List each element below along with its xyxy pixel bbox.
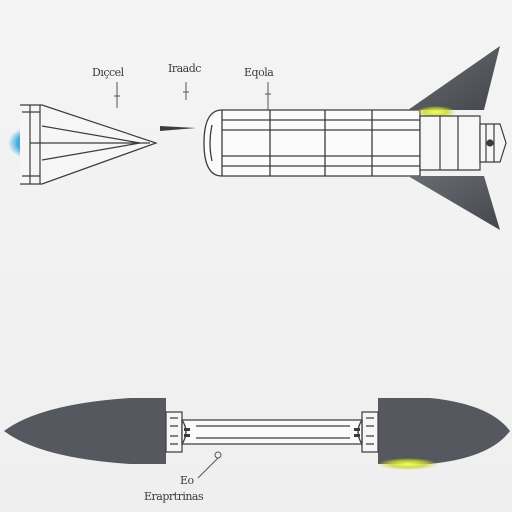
lower-fin	[408, 176, 500, 230]
bottom-leader-line	[197, 451, 222, 479]
nose-cone-assembly	[20, 104, 158, 185]
label-top-1: Dıçcel	[92, 66, 124, 79]
upper-fin	[408, 46, 500, 110]
top-rocket	[8, 46, 507, 230]
connector-spike	[160, 126, 196, 131]
label-top-3: Eqola	[244, 66, 274, 79]
top-leader-lines	[114, 82, 271, 110]
label-bottom-2: Eraprtrinas	[144, 490, 204, 503]
label-bottom-1: Eo	[180, 474, 194, 487]
right-tail-cone	[378, 398, 510, 464]
bottom-connectors	[165, 411, 379, 453]
label-top-2: Iraadc	[168, 62, 201, 75]
yellow-engine-glow-bottom	[378, 458, 438, 470]
engine-section	[419, 115, 507, 171]
bottom-rocket	[4, 398, 510, 479]
left-nose-cone	[4, 398, 166, 464]
central-shaft	[181, 419, 363, 445]
bottom-fittings	[184, 428, 360, 437]
yellow-engine-glow-top	[416, 106, 456, 118]
main-body-tube	[203, 109, 421, 177]
